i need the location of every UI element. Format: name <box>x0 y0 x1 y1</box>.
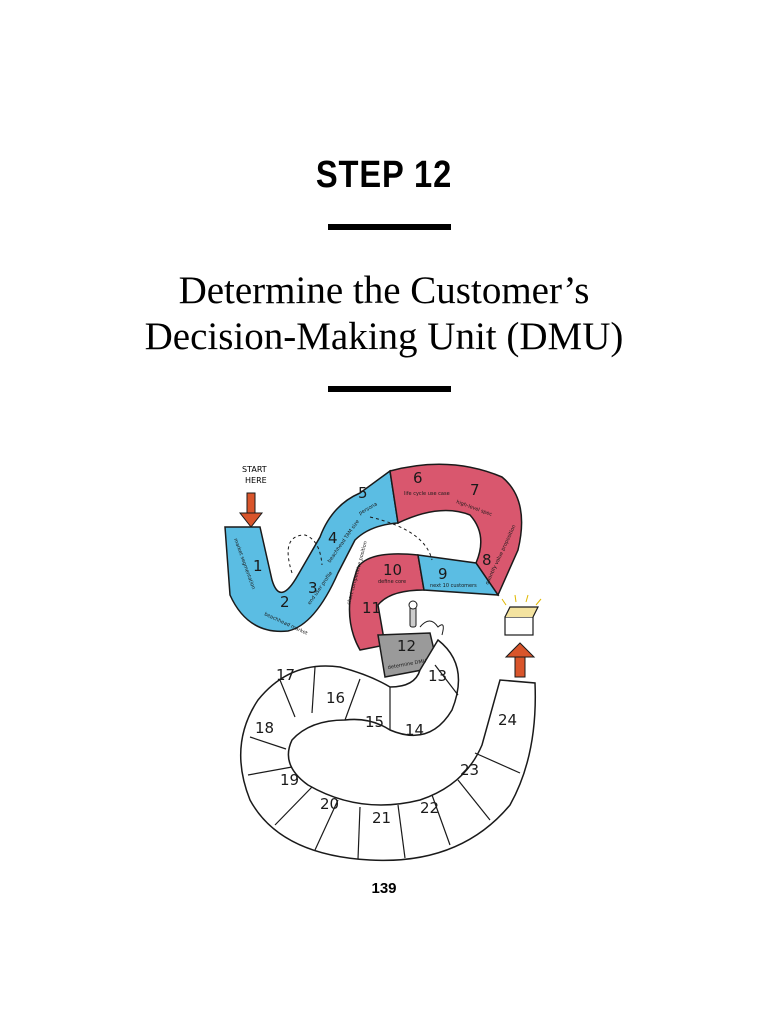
space-number-9: 9 <box>438 565 448 583</box>
space-number-15: 15 <box>365 713 384 731</box>
space-number-3: 3 <box>308 579 318 597</box>
finish-arrow-icon <box>504 642 536 678</box>
space-number-23: 23 <box>460 761 479 779</box>
space-number-20: 20 <box>320 795 339 813</box>
board-path-white <box>239 638 537 862</box>
treasure-chest-icon <box>501 594 542 636</box>
space-number-19: 19 <box>280 771 299 789</box>
space-number-6: 6 <box>413 469 423 487</box>
space-number-18: 18 <box>255 719 274 737</box>
board-path-red <box>389 463 523 597</box>
chapter-title-line-1: Determine the Customer’s <box>178 269 590 312</box>
board-game-illustration: START HERE 1 2 3 4 5 <box>224 463 542 862</box>
space-number-1: 1 <box>253 557 263 575</box>
space-caption-10: define core <box>378 579 406 585</box>
page-number: 139 <box>371 880 397 897</box>
space-number-11: 11 <box>362 599 381 617</box>
space-number-4: 4 <box>328 529 338 547</box>
space-number-24: 24 <box>498 711 517 729</box>
space-caption-6: life cycle use case <box>404 491 450 497</box>
start-label-1: START <box>242 465 267 474</box>
space-number-13: 13 <box>428 667 447 685</box>
board-numbers: 1 2 3 4 5 6 7 8 9 10 11 12 13 14 15 16 1… <box>253 469 517 827</box>
board-dividers <box>247 664 521 860</box>
space-number-10: 10 <box>383 561 402 579</box>
space-number-22: 22 <box>420 799 439 817</box>
space-number-8: 8 <box>482 551 492 569</box>
start-arrow-icon <box>238 492 264 528</box>
chapter-title-line-2: Decision-Making Unit (DMU) <box>144 315 624 358</box>
space-number-21: 21 <box>372 809 391 827</box>
space-number-7: 7 <box>470 481 480 499</box>
space-caption-9: next 10 customers <box>430 583 477 589</box>
dashed-connectors <box>287 516 433 574</box>
top-rule <box>328 224 451 230</box>
space-number-16: 16 <box>326 689 345 707</box>
space-number-14: 14 <box>405 721 424 739</box>
chapter-title: Determine the Customer’s Decision-Making… <box>0 268 768 360</box>
space-number-2: 2 <box>280 593 290 611</box>
space-number-12: 12 <box>397 637 416 655</box>
board-path-red-inner <box>348 553 425 651</box>
bottom-rule <box>328 386 451 392</box>
step-title: STEP 12 <box>315 154 453 196</box>
start-label-2: HERE <box>245 476 267 485</box>
board-path-blue-9 <box>417 554 500 596</box>
figure-icon <box>408 600 444 636</box>
board-path-blue <box>224 469 399 633</box>
space-number-17: 17 <box>276 666 295 684</box>
space-number-5: 5 <box>358 484 368 502</box>
